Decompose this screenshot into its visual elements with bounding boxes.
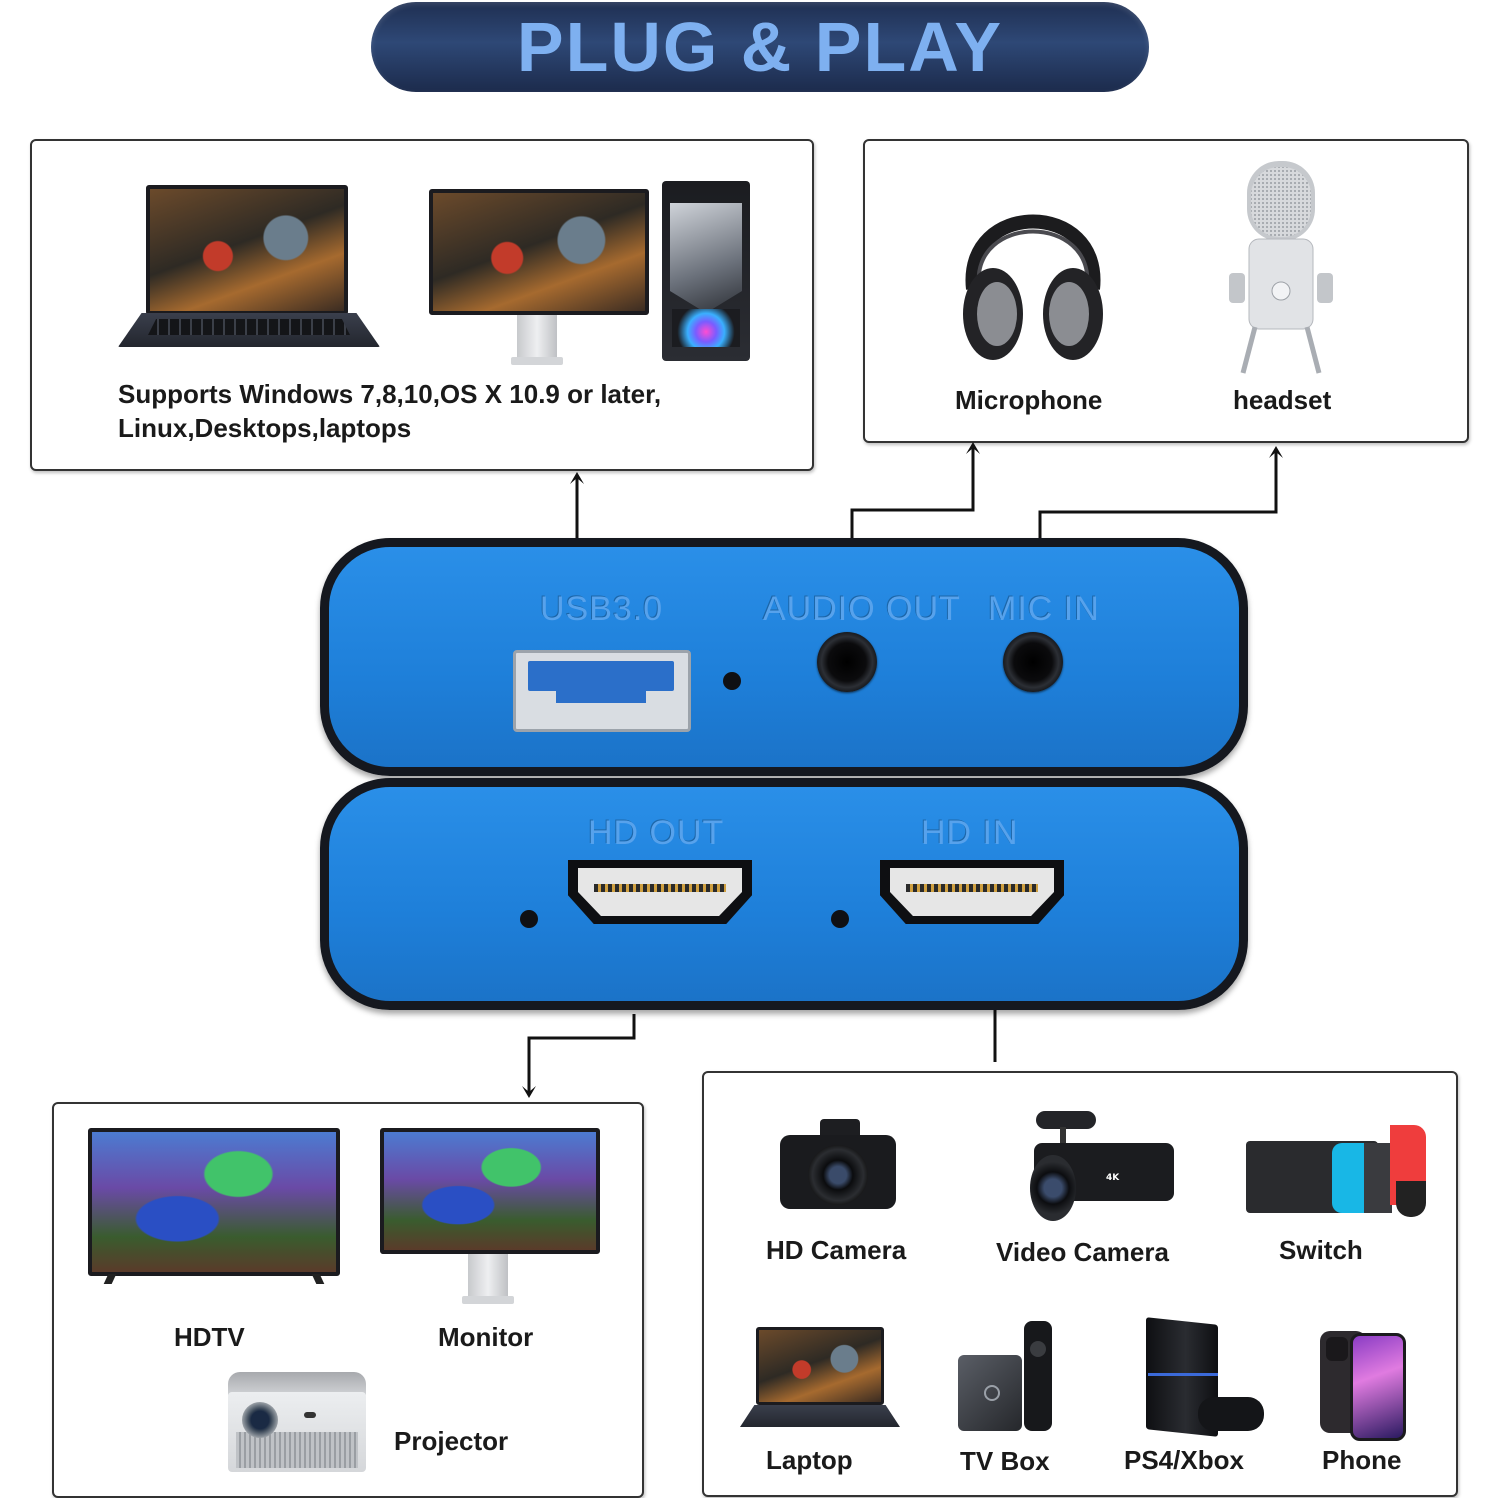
hd-out-label: HD OUT bbox=[588, 814, 725, 852]
tv-box-icon bbox=[958, 1321, 1058, 1433]
headphones-icon bbox=[953, 169, 1113, 369]
source-item-label-2: Video Camera bbox=[996, 1237, 1169, 1267]
header-banner: PLUG & PLAY bbox=[371, 2, 1149, 92]
hd-out-arrow bbox=[522, 1014, 636, 1098]
audio-item-label-1: Microphone bbox=[955, 385, 1103, 415]
audio-item-label-2: headset bbox=[1233, 385, 1332, 415]
playstation-icon bbox=[1138, 1317, 1266, 1437]
monitor-icon bbox=[380, 1128, 602, 1308]
camcorder-icon: 4K bbox=[1030, 1111, 1178, 1229]
audio-out-label: AUDIO OUT bbox=[763, 590, 961, 628]
capture-card-bottom bbox=[320, 778, 1248, 1010]
tv-icon bbox=[88, 1128, 340, 1288]
mic-in-jack bbox=[1003, 632, 1063, 692]
source-item-label-6: PS4/Xbox bbox=[1124, 1445, 1244, 1475]
status-led bbox=[723, 672, 741, 690]
microphone-icon bbox=[1225, 161, 1337, 375]
hd-in-label: HD IN bbox=[921, 814, 1019, 852]
game-console-icon bbox=[1246, 1121, 1428, 1217]
audio-out-jack bbox=[817, 632, 877, 692]
phone-icon bbox=[1320, 1331, 1406, 1441]
source-item-label-5: TV Box bbox=[960, 1446, 1050, 1476]
usb-port-label: USB3.0 bbox=[540, 590, 664, 628]
desktop-tower-icon bbox=[662, 181, 750, 361]
computer-compat-panel: Supports Windows 7,8,10,OS X 10.9 or lat… bbox=[30, 139, 814, 471]
hd-out-port bbox=[568, 860, 752, 924]
mic-in-arrow bbox=[1038, 446, 1283, 556]
signal-led bbox=[831, 910, 849, 928]
laptop-icon bbox=[740, 1327, 902, 1433]
audio-devices-panel: Microphone headset bbox=[863, 139, 1469, 443]
source-item-label-4: Laptop bbox=[766, 1445, 853, 1475]
os-support-line1: Supports Windows 7,8,10,OS X 10.9 or lat… bbox=[118, 379, 662, 409]
power-led bbox=[520, 910, 538, 928]
source-item-label-7: Phone bbox=[1322, 1445, 1402, 1475]
monitor-icon bbox=[429, 189, 651, 369]
display-item-label-3: Projector bbox=[394, 1426, 509, 1456]
display-item-label-2: Monitor bbox=[438, 1322, 534, 1352]
audio-out-arrow bbox=[850, 442, 980, 540]
display-item-label-1: HDTV bbox=[174, 1322, 245, 1352]
source-item-label-3: Switch bbox=[1279, 1235, 1363, 1265]
mic-in-label: MIC IN bbox=[988, 590, 1100, 628]
os-support-line2: Linux,Desktops,laptops bbox=[118, 413, 412, 443]
page-title: PLUG & PLAY bbox=[516, 8, 1004, 86]
hd-in-port bbox=[880, 860, 1064, 924]
laptop-icon bbox=[118, 185, 382, 355]
video-source-panel: 4K HD Camera Video Camera Switch Laptop … bbox=[702, 1071, 1458, 1497]
usb-port bbox=[513, 650, 691, 732]
source-item-label-1: HD Camera bbox=[766, 1235, 907, 1265]
camera-icon bbox=[780, 1119, 898, 1211]
display-output-panel: HDTV Monitor Projector bbox=[52, 1102, 644, 1498]
capture-card-top bbox=[320, 538, 1248, 776]
projector-icon bbox=[228, 1372, 370, 1480]
